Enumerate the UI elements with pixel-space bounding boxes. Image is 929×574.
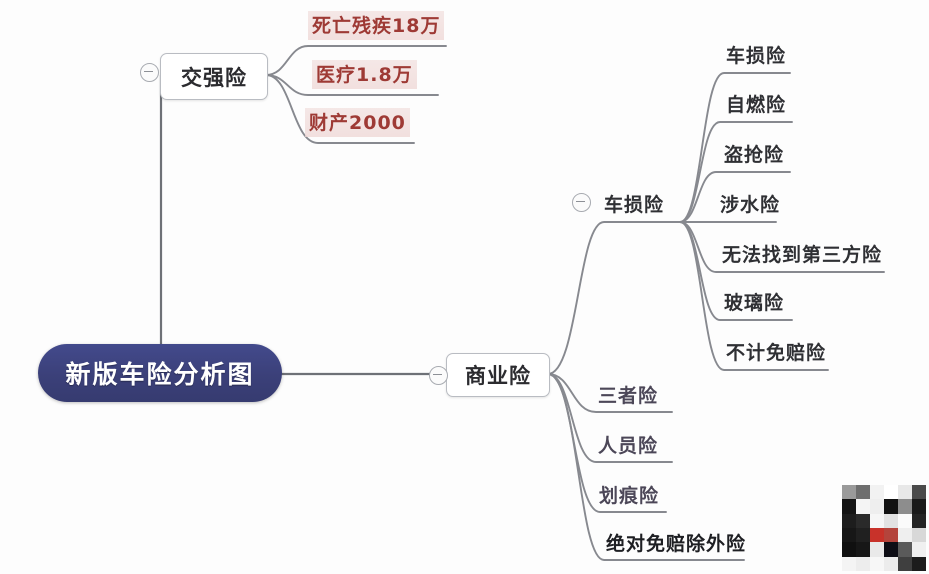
node-siwangcanji[interactable]: 死亡残疾18万 — [308, 11, 445, 40]
node-chesunxian-item-7[interactable]: 不计免赔险 — [722, 338, 830, 367]
node-chesunxian-item-5[interactable]: 无法找到第三方险 — [718, 240, 886, 269]
root-node-label: 新版车险分析图 — [65, 360, 255, 389]
node-yiliao-label: 医疗1.8万 — [312, 60, 417, 89]
node-siwangcanji-label: 死亡残疾18万 — [308, 11, 445, 40]
node-chesunxian-item-2-label: 自燃险 — [726, 94, 787, 116]
node-chesunxian-item-4-label: 涉水险 — [720, 194, 781, 216]
root-node[interactable]: 新版车险分析图 — [38, 344, 282, 402]
node-caichan-label: 财产2000 — [305, 108, 410, 137]
node-chesunxian-item-4[interactable]: 涉水险 — [716, 190, 784, 219]
node-chesunxian-item-1[interactable]: 车损险 — [722, 41, 790, 70]
wire-syx-child-chesun — [547, 221, 681, 375]
node-shangyexian-label: 商业险 — [465, 364, 531, 388]
minus-circle-icon-chesunxian[interactable] — [572, 193, 591, 212]
node-chesunxian-item-1-label: 车损险 — [726, 45, 787, 67]
node-shangyexian[interactable]: 商业险 — [446, 353, 550, 397]
node-chesunxian-item-3-label: 盗抢险 — [724, 144, 785, 166]
minus-circle-icon-jiaoqiangxian[interactable] — [140, 63, 159, 82]
node-renyuanxian-label: 人员险 — [598, 435, 659, 457]
node-chesunxian-item-6[interactable]: 玻璃险 — [720, 288, 788, 317]
node-yiliao[interactable]: 医疗1.8万 — [312, 60, 417, 89]
node-huahenxian-label: 划痕险 — [599, 485, 660, 507]
node-sanzhexian[interactable]: 三者险 — [594, 381, 662, 410]
node-jiaoqiangxian[interactable]: 交强险 — [160, 53, 268, 100]
minus-circle-icon-shangyexian[interactable] — [429, 366, 448, 385]
node-chesunxian-item-2[interactable]: 自燃险 — [722, 90, 790, 119]
node-chesunxian[interactable]: 车损险 — [600, 190, 668, 219]
node-chesunxian-item-3[interactable]: 盗抢险 — [720, 140, 788, 169]
node-jueduimianpeichuwaixian[interactable]: 绝对免赔除外险 — [602, 529, 750, 558]
node-jueduimianpeichuwaixian-label: 绝对免赔除外险 — [606, 533, 747, 555]
node-jiaoqiangxian-label: 交强险 — [181, 65, 247, 90]
node-sanzhexian-label: 三者险 — [598, 385, 659, 407]
node-chesunxian-item-6-label: 玻璃险 — [724, 292, 785, 314]
qr-watermark-icon — [842, 485, 926, 571]
node-chesunxian-label: 车损险 — [604, 194, 665, 216]
node-chesunxian-item-7-label: 不计免赔险 — [726, 342, 827, 364]
node-caichan[interactable]: 财产2000 — [305, 108, 410, 137]
node-chesunxian-item-5-label: 无法找到第三方险 — [722, 244, 883, 266]
node-huahenxian[interactable]: 划痕险 — [595, 481, 663, 510]
node-renyuanxian[interactable]: 人员险 — [594, 431, 662, 460]
